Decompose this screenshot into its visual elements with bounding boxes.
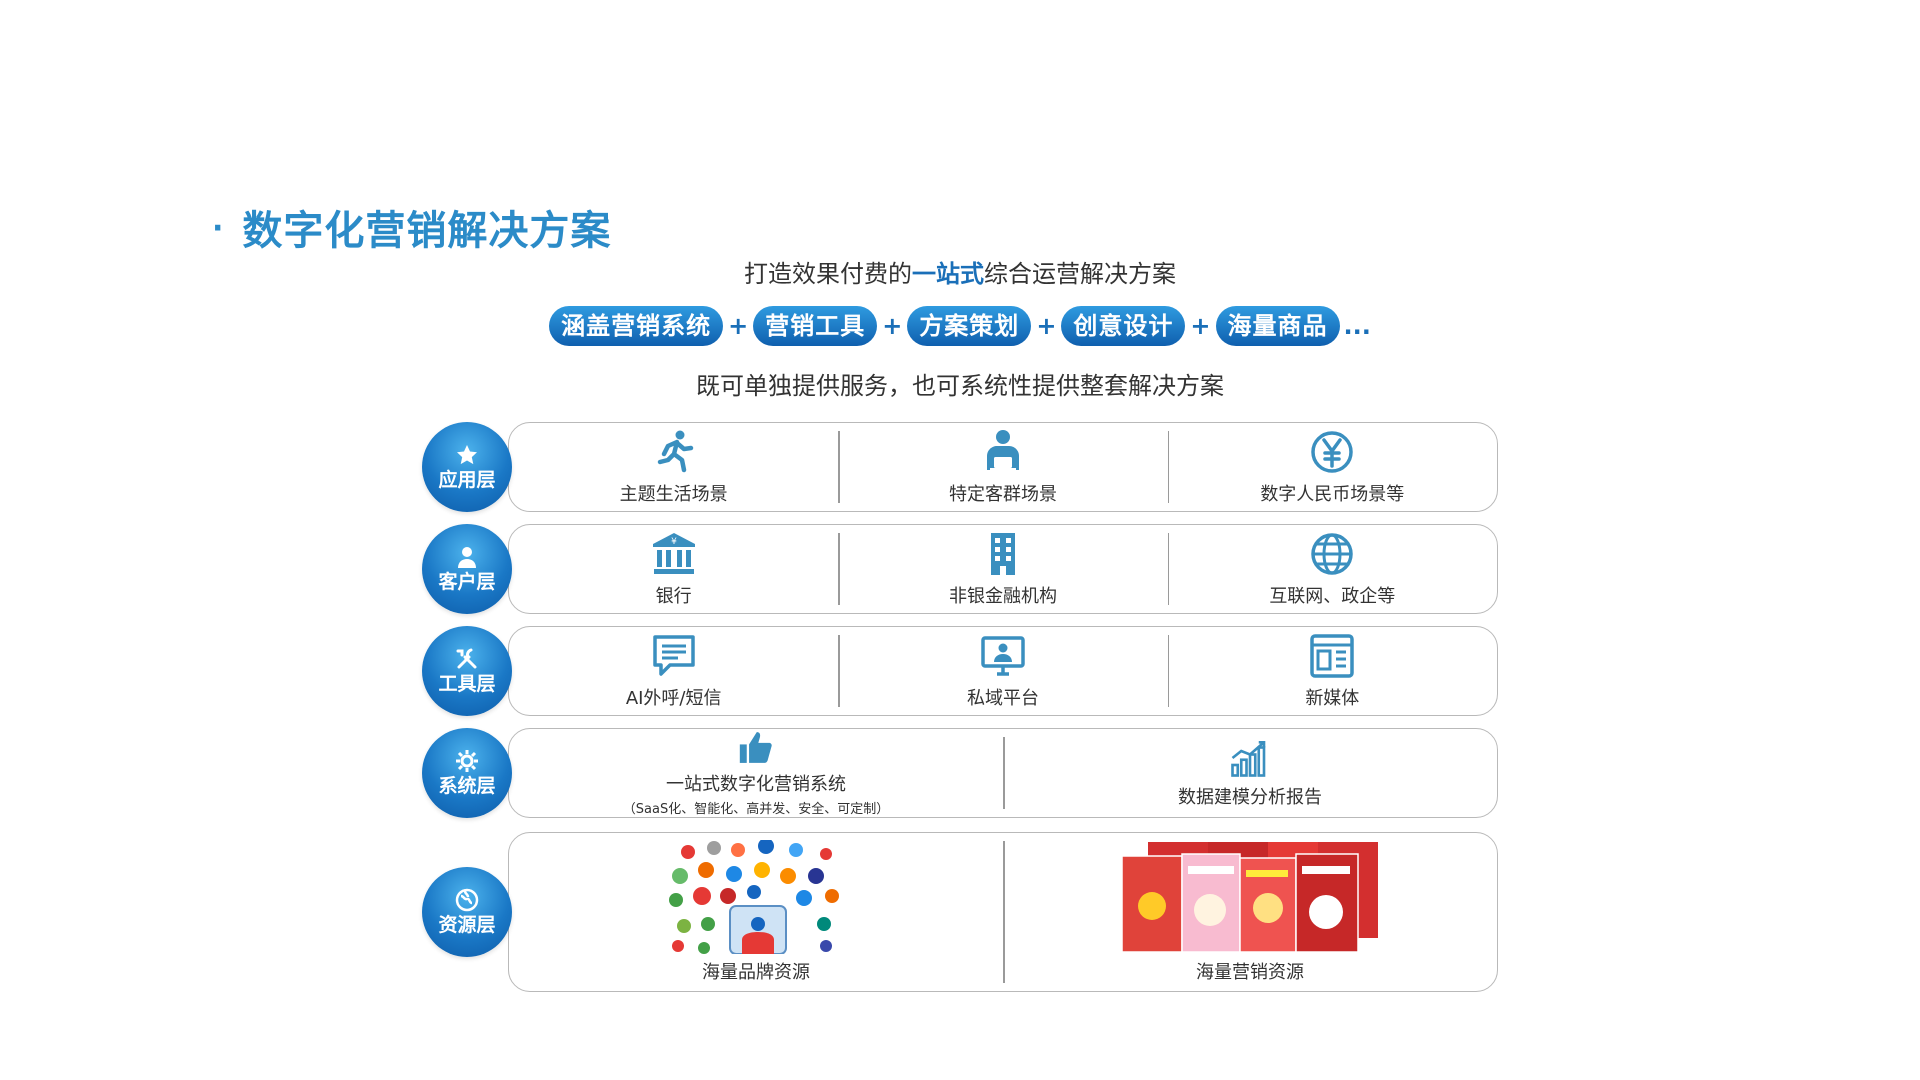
- pill-ellipsis: ...: [1343, 312, 1371, 340]
- layer-panel: 一站式数字化营销系统 （SaaS化、智能化、高并发、安全、可定制） 数据建模分析…: [508, 728, 1498, 818]
- plus-sign: +: [882, 312, 903, 340]
- layer-cell: 一站式数字化营销系统 （SaaS化、智能化、高并发、安全、可定制）: [509, 729, 1003, 817]
- layer-badge: 客户层: [422, 524, 512, 614]
- bank-icon: ¥: [652, 533, 695, 574]
- subtitle: 打造效果付费的一站式综合运营解决方案: [0, 254, 1920, 289]
- globe-icon: [1311, 533, 1354, 575]
- person-laptop-icon: [986, 430, 1019, 471]
- layer-cell: 非银金融机构: [838, 525, 1167, 613]
- layer-application: 应用层 主题生活场景 特定客群场景 数字人民币场景等: [422, 422, 1498, 512]
- layer-badge: 应用层: [422, 422, 512, 512]
- layer-cell: 海量营销资源: [1003, 833, 1497, 991]
- layer-cell: ¥ 银行: [509, 525, 838, 613]
- layer-system: 系统层 一站式数字化营销系统 （SaaS化、智能化、高并发、安全、可定制） 数据…: [422, 728, 1498, 818]
- svg-text:¥: ¥: [671, 537, 677, 547]
- layer-cell: 主题生活场景: [509, 423, 838, 511]
- layer-name: 工具层: [438, 673, 496, 695]
- layer-cell: 新媒体: [1167, 627, 1497, 715]
- layer-name: 应用层: [438, 469, 496, 491]
- layer-panel: ¥ 银行 非银金融机构 互联网、政企等: [508, 524, 1498, 614]
- layer-panel: AI外呼/短信 私域平台 新媒体: [508, 626, 1498, 716]
- layer-cell: 海量品牌资源: [509, 833, 1003, 991]
- thumbs-up-icon: [739, 732, 772, 763]
- layer-cell: 互联网、政企等: [1167, 525, 1497, 613]
- service-pills: 涵盖营销系统 + 营销工具 + 方案策划 + 创意设计 + 海量商品 ...: [0, 306, 1920, 346]
- subtitle-after: 综合运营解决方案: [984, 260, 1176, 288]
- cell-label: 海量品牌资源: [702, 962, 810, 983]
- pill-creative-design: 创意设计: [1061, 306, 1186, 346]
- layer-name: 系统层: [438, 775, 496, 797]
- running-person-icon: [657, 430, 693, 473]
- layer-panel: 海量品牌资源 海量营销资源: [508, 832, 1498, 992]
- layer-name: 客户层: [438, 571, 496, 593]
- layer-badge: 资源层: [422, 867, 512, 957]
- plus-sign: +: [1190, 312, 1211, 340]
- cell-label: AI外呼/短信: [625, 688, 722, 709]
- cell-label: 非银金融机构: [948, 586, 1057, 607]
- layer-name: 资源层: [438, 914, 496, 936]
- page-title: · 数字化营销解决方案: [212, 198, 611, 256]
- chat-icon: [652, 635, 695, 676]
- poster-collage: [1121, 842, 1378, 953]
- layer-cell: 数据建模分析报告: [1003, 729, 1497, 817]
- cell-label: 海量营销资源: [1196, 962, 1304, 983]
- layer-tools: 工具层 AI外呼/短信 私域平台 新媒体: [422, 626, 1498, 716]
- layer-cell: AI外呼/短信: [509, 627, 838, 715]
- layer-badge: 工具层: [422, 626, 512, 716]
- cell-label: 特定客群场景: [948, 484, 1057, 505]
- subtitle-before: 打造效果付费的: [744, 260, 912, 288]
- layer-cell: 私域平台: [838, 627, 1167, 715]
- pill-marketing-tools: 营销工具: [753, 306, 878, 346]
- cell-label: 私域平台: [966, 688, 1039, 709]
- building-icon: [990, 533, 1015, 575]
- gear-icon: [456, 750, 478, 772]
- cell-label: 互联网、政企等: [1269, 586, 1396, 607]
- monitor-user-icon: [981, 636, 1025, 676]
- tools-icon: [456, 648, 477, 669]
- plus-sign: +: [1036, 312, 1057, 340]
- subtitle-highlight: 一站式: [912, 260, 984, 288]
- title-bullet: ·: [212, 211, 225, 246]
- cell-sublabel: （SaaS化、智能化、高并发、安全、可定制）: [622, 802, 890, 817]
- cell-label: 银行: [655, 586, 692, 607]
- title-text: 数字化营销解决方案: [242, 208, 612, 254]
- cell-label: 数据建模分析报告: [1178, 787, 1322, 808]
- browser-icon: [1310, 634, 1355, 678]
- plus-sign: +: [728, 312, 749, 340]
- brand-logos-cluster: [669, 840, 839, 954]
- bar-chart-icon: [1231, 740, 1266, 777]
- cell-label: 一站式数字化营销系统: [666, 774, 846, 795]
- cell-label: 主题生活场景: [619, 484, 728, 505]
- layer-cell: 特定客群场景: [838, 423, 1167, 511]
- pill-products: 海量商品: [1215, 306, 1340, 346]
- cell-label: 新媒体: [1305, 688, 1360, 709]
- cell-label: 数字人民币场景等: [1260, 484, 1405, 505]
- yuan-icon: [1311, 431, 1354, 473]
- pill-planning: 方案策划: [907, 306, 1032, 346]
- description: 既可单独提供服务，也可系统性提供整套解决方案: [696, 372, 1224, 400]
- star-icon: [457, 445, 477, 465]
- user-icon: [458, 547, 476, 568]
- layer-badge: 系统层: [422, 728, 512, 818]
- layer-cell: 数字人民币场景等: [1167, 423, 1497, 511]
- layer-customer: 客户层 ¥ 银行 非银金融机构 互联网、政企等: [422, 524, 1498, 614]
- layer-panel: 主题生活场景 特定客群场景 数字人民币场景等: [508, 422, 1498, 512]
- layer-resources: 资源层 海量品牌资源: [422, 832, 1498, 992]
- globe-badge-icon: [455, 888, 479, 912]
- pill-marketing-system: 涵盖营销系统: [549, 306, 724, 346]
